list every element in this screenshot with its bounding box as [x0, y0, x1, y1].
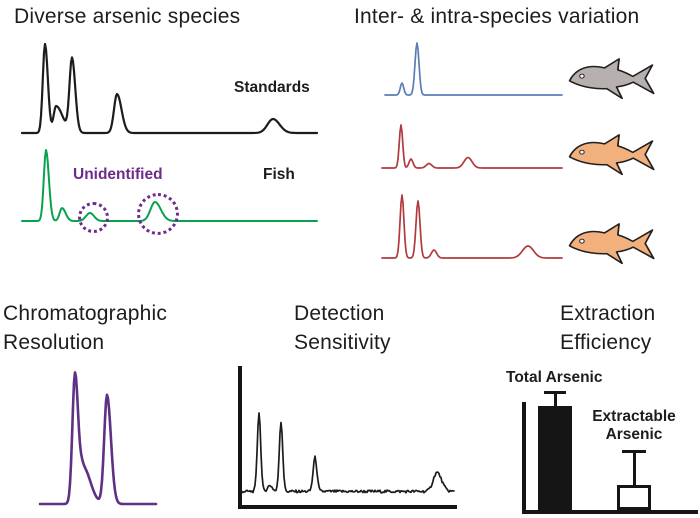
extractable-arsenic-bar	[617, 485, 651, 510]
panel-title-inter-intra-species-variation: Inter- & intra-species variation	[354, 5, 640, 28]
total-arsenic-error-bar	[554, 392, 557, 406]
label-line: Extractable	[592, 408, 676, 425]
x-axis-line	[522, 510, 698, 514]
orange-fish-icon	[568, 134, 655, 176]
fish-label: Fish	[263, 166, 295, 183]
sensitivity-chromatogram	[240, 412, 455, 494]
title-line: Chromatographic	[3, 302, 168, 325]
extractable-arsenic-error-bar	[633, 451, 636, 485]
species1-chromatogram-path	[384, 42, 563, 96]
orange-fish-icon	[568, 223, 655, 265]
title-line: Detection	[294, 302, 385, 325]
unidentified-peak-circle	[77, 201, 109, 233]
panel-title-chromatographic-resolution: Chromatographic Resolution	[3, 299, 167, 357]
fish-eye	[579, 73, 585, 79]
species3-chromatogram-path	[381, 194, 563, 259]
label-line: Arsenic	[605, 426, 663, 443]
total-arsenic-label: Total Arsenic	[506, 369, 603, 386]
title-line: Sensitivity	[294, 331, 391, 354]
standards-chromatogram	[20, 42, 319, 135]
extractable-arsenic-label: Extractable Arsenic	[582, 408, 686, 444]
fish-body	[568, 134, 655, 176]
total-arsenic-error-cap	[544, 391, 566, 394]
standards-label: Standards	[234, 79, 310, 96]
title-line: Efficiency	[560, 331, 652, 354]
fish-eye	[579, 238, 585, 244]
fish-body	[568, 58, 655, 100]
standards-chromatogram-path	[20, 42, 319, 135]
unidentified-peak-circle	[137, 193, 179, 235]
panel-title-extraction-efficiency: Extraction Efficiency	[560, 299, 655, 357]
panel-title-detection-sensitivity: Detection Sensitivity	[294, 299, 391, 357]
x-axis-line	[238, 505, 457, 509]
sensitivity-chromatogram-path	[240, 412, 455, 494]
species2-chromatogram	[381, 124, 563, 169]
fish-eye	[579, 149, 585, 155]
y-axis-line	[522, 402, 526, 514]
panel-title-diverse-arsenic-species: Diverse arsenic species	[14, 5, 241, 28]
resolution-chromatogram	[38, 371, 158, 506]
y-axis-line	[238, 366, 242, 509]
unidentified-label: Unidentified	[73, 166, 163, 183]
resolution-chromatogram-path	[38, 371, 158, 506]
species2-chromatogram-path	[381, 124, 563, 169]
gray-fish-icon	[568, 58, 655, 100]
species3-chromatogram	[381, 194, 563, 259]
fish-body	[568, 223, 655, 265]
species1-chromatogram	[384, 42, 563, 96]
title-line: Extraction	[560, 302, 656, 325]
title-line: Resolution	[3, 331, 105, 354]
total-arsenic-bar	[538, 406, 572, 510]
extractable-arsenic-error-cap	[622, 450, 646, 453]
